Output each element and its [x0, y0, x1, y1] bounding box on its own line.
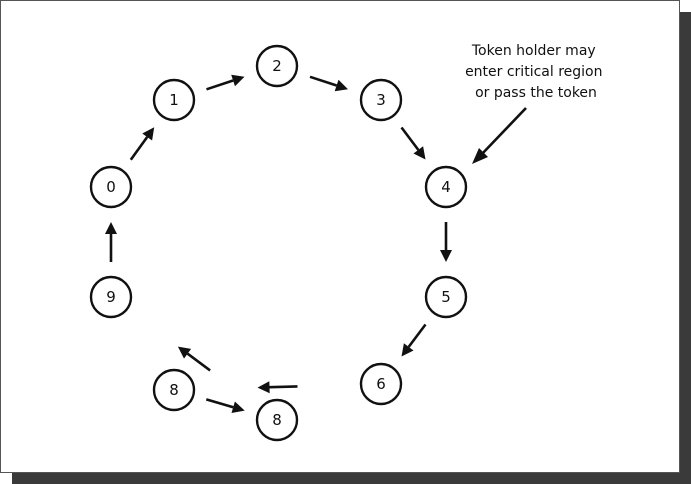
arrow-shaft [407, 323, 427, 348]
callout-line-1: Token holder may [471, 43, 596, 59]
arrow-head [401, 343, 414, 357]
arrow-head [177, 346, 192, 359]
ring-arrows [105, 74, 452, 413]
arrow-shaft [206, 79, 234, 91]
process-node-p8b: 8 [255, 398, 299, 442]
callout: Token holder may enter critical region o… [465, 43, 607, 164]
arrow-shaft [400, 126, 420, 151]
node-label: 8 [272, 411, 282, 429]
arrow-head [440, 250, 452, 262]
node-circle [89, 275, 133, 319]
callout-text: Token holder may enter critical region o… [465, 43, 607, 101]
process-node-p6: 6 [359, 362, 403, 406]
callout-line-3: or pass the token [475, 85, 597, 101]
arrow-shaft [269, 385, 298, 389]
process-node-p3: 3 [359, 78, 403, 122]
node-label: 9 [106, 288, 116, 306]
arrow-p5-to-p6 [401, 323, 427, 357]
callout-arrow-line [480, 107, 527, 156]
ring-nodes: 0 1 2 3 4 5 6 8 8 9 [89, 44, 468, 442]
node-circle [152, 78, 196, 122]
node-circle [255, 44, 299, 88]
node-label: 8 [169, 381, 179, 399]
arrow-head [413, 146, 426, 160]
arrow-p6-to-p8a [257, 381, 298, 394]
arrow-head [105, 222, 117, 234]
arrow-p8a-to-p8b [205, 398, 245, 413]
node-label: 5 [441, 288, 451, 306]
arrow-shaft [186, 352, 211, 372]
node-label: 3 [376, 91, 386, 109]
process-node-p9: 9 [89, 275, 133, 319]
node-label: 2 [272, 57, 282, 75]
arrow-p9-to-p0 [105, 222, 117, 262]
arrow-p1-to-p2 [206, 74, 245, 91]
process-node-p1: 1 [152, 78, 196, 122]
node-circle [424, 275, 468, 319]
callout-arrow-head [472, 148, 488, 164]
node-label: 0 [106, 178, 116, 196]
arrow-shaft [129, 136, 149, 161]
arrow-p0-to-p1 [129, 127, 155, 161]
arrow-p3-to-p4 [400, 126, 426, 160]
node-circle [89, 165, 133, 209]
arrow-p2-to-p3 [309, 75, 348, 92]
callout-line-2: enter critical region [465, 64, 602, 80]
arrow-shaft [205, 398, 234, 409]
node-label: 6 [376, 375, 386, 393]
arrow-p8b-to-p9 [177, 346, 211, 372]
arrow-shaft [309, 75, 338, 87]
node-circle [424, 165, 468, 209]
node-label: 1 [169, 91, 179, 109]
node-circle [359, 78, 403, 122]
node-circle [152, 368, 196, 412]
arrow-head [231, 74, 245, 87]
slide-frame [0, 0, 680, 473]
node-label: 4 [441, 178, 451, 196]
arrow-p4-to-p5 [440, 222, 452, 262]
process-node-p0: 0 [89, 165, 133, 209]
arrow-head [257, 381, 270, 394]
node-circle [359, 362, 403, 406]
process-node-p4: 4 [424, 165, 468, 209]
arrow-head [142, 127, 155, 141]
process-node-p5: 5 [424, 275, 468, 319]
process-node-p2: 2 [255, 44, 299, 88]
arrow-head [334, 79, 348, 92]
node-circle [255, 398, 299, 442]
process-node-p8a: 8 [152, 368, 196, 412]
arrow-head [231, 401, 245, 413]
